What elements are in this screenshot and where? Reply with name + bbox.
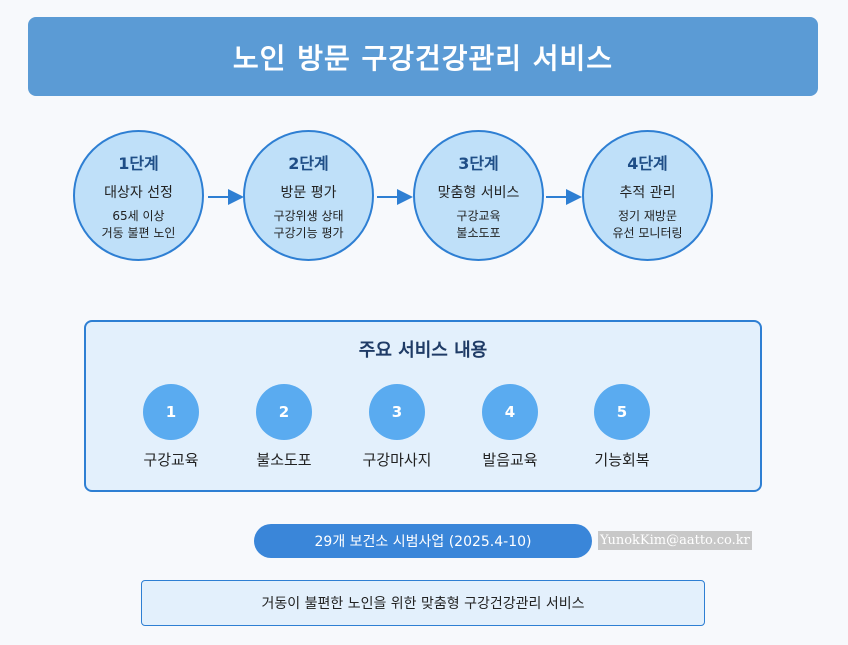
service-item: 2 불소도포	[234, 384, 334, 470]
service-item: 4 발음교육	[460, 384, 560, 470]
service-number-badge: 2	[256, 384, 312, 440]
stage-number: 1단계	[118, 153, 159, 173]
stage-name: 맞춤형 서비스	[437, 184, 520, 201]
stage-detail: 불소도포	[456, 225, 501, 240]
stage-detail: 65세 이상	[112, 208, 165, 223]
stage-detail: 구강교육	[456, 208, 501, 223]
service-label: 구강교육	[143, 451, 199, 469]
service-number-badge: 1	[143, 384, 199, 440]
page-title: 노인 방문 구강건강관리 서비스	[232, 41, 614, 75]
stage-number: 3단계	[458, 153, 499, 173]
service-item: 5 기능회복	[572, 384, 672, 470]
stage-1: 1단계 대상자 선정 65세 이상 거동 불편 노인	[73, 130, 204, 261]
pilot-program-badge: 29개 보건소 시범사업 (2025.4-10)	[254, 524, 592, 558]
services-panel: 주요 서비스 내용 1 구강교육 2 불소도포 3 구강마사지 4 발음교육 5…	[84, 320, 762, 492]
stage-2: 2단계 방문 평가 구강위생 상태 구강기능 평가	[243, 130, 374, 261]
service-number-badge: 3	[369, 384, 425, 440]
stage-number: 2단계	[288, 153, 329, 173]
service-item: 1 구강교육	[121, 384, 221, 470]
stage-detail: 구강위생 상태	[273, 208, 344, 223]
stage-number: 4단계	[627, 153, 668, 173]
footer-caption: 거동이 불편한 노인을 위한 맞춤형 구강건강관리 서비스	[141, 580, 705, 626]
service-label: 기능회복	[594, 451, 650, 469]
stage-detail: 유선 모니터링	[612, 225, 683, 240]
service-number-badge: 4	[482, 384, 538, 440]
services-heading: 주요 서비스 내용	[358, 340, 488, 361]
stage-detail: 구강기능 평가	[273, 225, 344, 240]
stage-detail: 거동 불편 노인	[101, 225, 176, 240]
service-label: 발음교육	[482, 451, 538, 469]
stage-4: 4단계 추적 관리 정기 재방문 유선 모니터링	[582, 130, 713, 261]
service-label: 불소도포	[256, 451, 312, 469]
service-label: 구강마사지	[362, 451, 432, 469]
service-item: 3 구강마사지	[347, 384, 447, 470]
email-watermark: YunokKim@aatto.co.kr	[598, 531, 752, 550]
title-banner: 노인 방문 구강건강관리 서비스	[28, 17, 818, 96]
stage-3: 3단계 맞춤형 서비스 구강교육 불소도포	[413, 130, 544, 261]
stage-name: 대상자 선정	[104, 184, 173, 201]
stage-name: 방문 평가	[280, 184, 337, 201]
stage-name: 추적 관리	[619, 184, 676, 201]
flow-arrows	[208, 189, 582, 205]
service-number-badge: 5	[594, 384, 650, 440]
stage-detail: 정기 재방문	[617, 208, 677, 223]
